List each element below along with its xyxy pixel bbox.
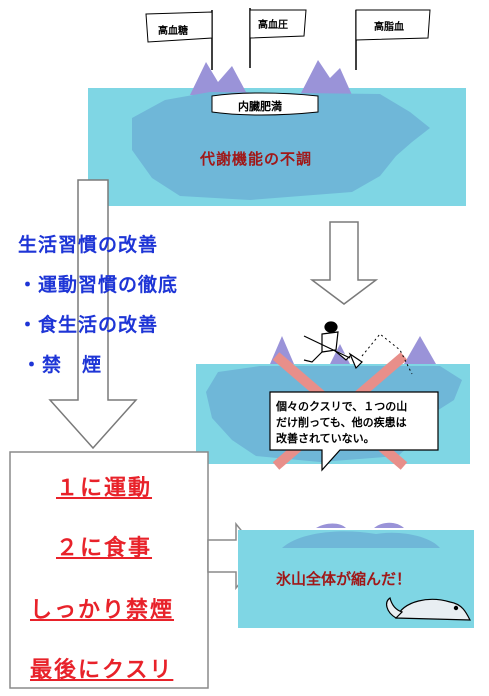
visceral-fat-label: 内臓肥満 xyxy=(238,100,282,113)
balloon-line-1: 個々のクスリで、１つの山 xyxy=(276,400,408,413)
step-4-medicine-last: 最後にクスリ xyxy=(30,658,174,683)
chip-trajectory xyxy=(361,333,413,375)
step-2-diet: ２に食事 xyxy=(56,536,153,561)
priority-box xyxy=(9,451,209,689)
visceral-fat-banner xyxy=(211,92,319,116)
whale-illustration xyxy=(386,597,471,621)
big-down-arrow xyxy=(48,179,138,450)
flag-label-high-blood-sugar: 高血糖 xyxy=(158,26,188,37)
lifestyle-item-diet: ・食生活の改善 xyxy=(18,314,159,336)
lifestyle-title: 生活習慣の改善 xyxy=(18,234,159,256)
iceberg-body-top xyxy=(132,92,430,200)
flag-high-blood-pressure xyxy=(249,8,307,68)
shrunk-iceberg-top xyxy=(316,522,404,528)
step-1-exercise: １に運動 xyxy=(56,476,153,501)
flag-high-blood-sugar xyxy=(145,10,213,70)
flag-hyperlipidemia xyxy=(355,9,431,70)
speech-balloon xyxy=(269,391,439,472)
shrunk-iceberg xyxy=(282,531,440,548)
flag-label-hyperlipidemia: 高脂血 xyxy=(374,22,404,33)
iceberg-shrunk-label: 氷山全体が縮んだ！ xyxy=(276,570,412,588)
balloon-line-2: だけ削っても、他の疾患は xyxy=(276,416,407,429)
step-3-quit-smoking: しっかり禁煙 xyxy=(30,598,175,623)
digging-person-figure xyxy=(303,321,363,370)
balloon-line-3: 改善されていない。 xyxy=(276,432,375,445)
flag-label-high-blood-pressure: 高血圧 xyxy=(258,20,288,31)
iceberg-peaks-top xyxy=(190,60,360,95)
lifestyle-item-no-smoking: ・禁 煙 xyxy=(22,354,103,376)
lifestyle-item-exercise: ・運動習慣の徹底 xyxy=(18,274,179,296)
metabolic-dysfunction-label: 代謝機能の不調 xyxy=(200,150,313,168)
small-down-arrow xyxy=(309,221,379,305)
